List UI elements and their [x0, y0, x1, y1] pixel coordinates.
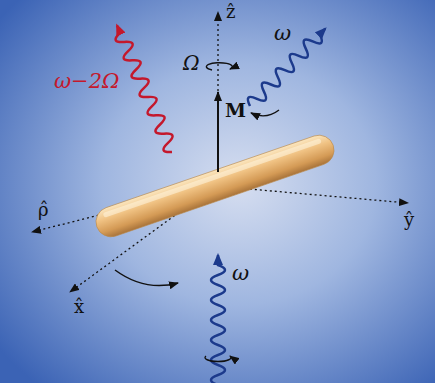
frequency-label: ω	[232, 262, 249, 285]
rotation-loop	[206, 63, 232, 70]
magnetization-label: M	[225, 100, 246, 121]
frequency-label: ω−2Ω	[54, 70, 120, 93]
rotation-arrow	[115, 270, 178, 286]
blue-wave	[211, 255, 225, 383]
polarization-loop	[205, 356, 231, 362]
magnetization-arrow	[217, 92, 219, 172]
rod-highlight	[103, 138, 322, 218]
axis-label: ẑ	[226, 2, 235, 22]
red-wave	[111, 23, 179, 155]
rod-body	[92, 131, 338, 241]
nanorod	[92, 131, 338, 241]
axis-label: ρ̂	[38, 200, 49, 220]
axis-label: x̂	[74, 297, 84, 317]
frequency-label: ω	[274, 22, 291, 45]
z-axis	[217, 12, 218, 186]
polarization-arrow	[251, 110, 279, 116]
rotation-label: Ω	[183, 52, 200, 74]
axis-label: ŷ	[404, 210, 414, 230]
